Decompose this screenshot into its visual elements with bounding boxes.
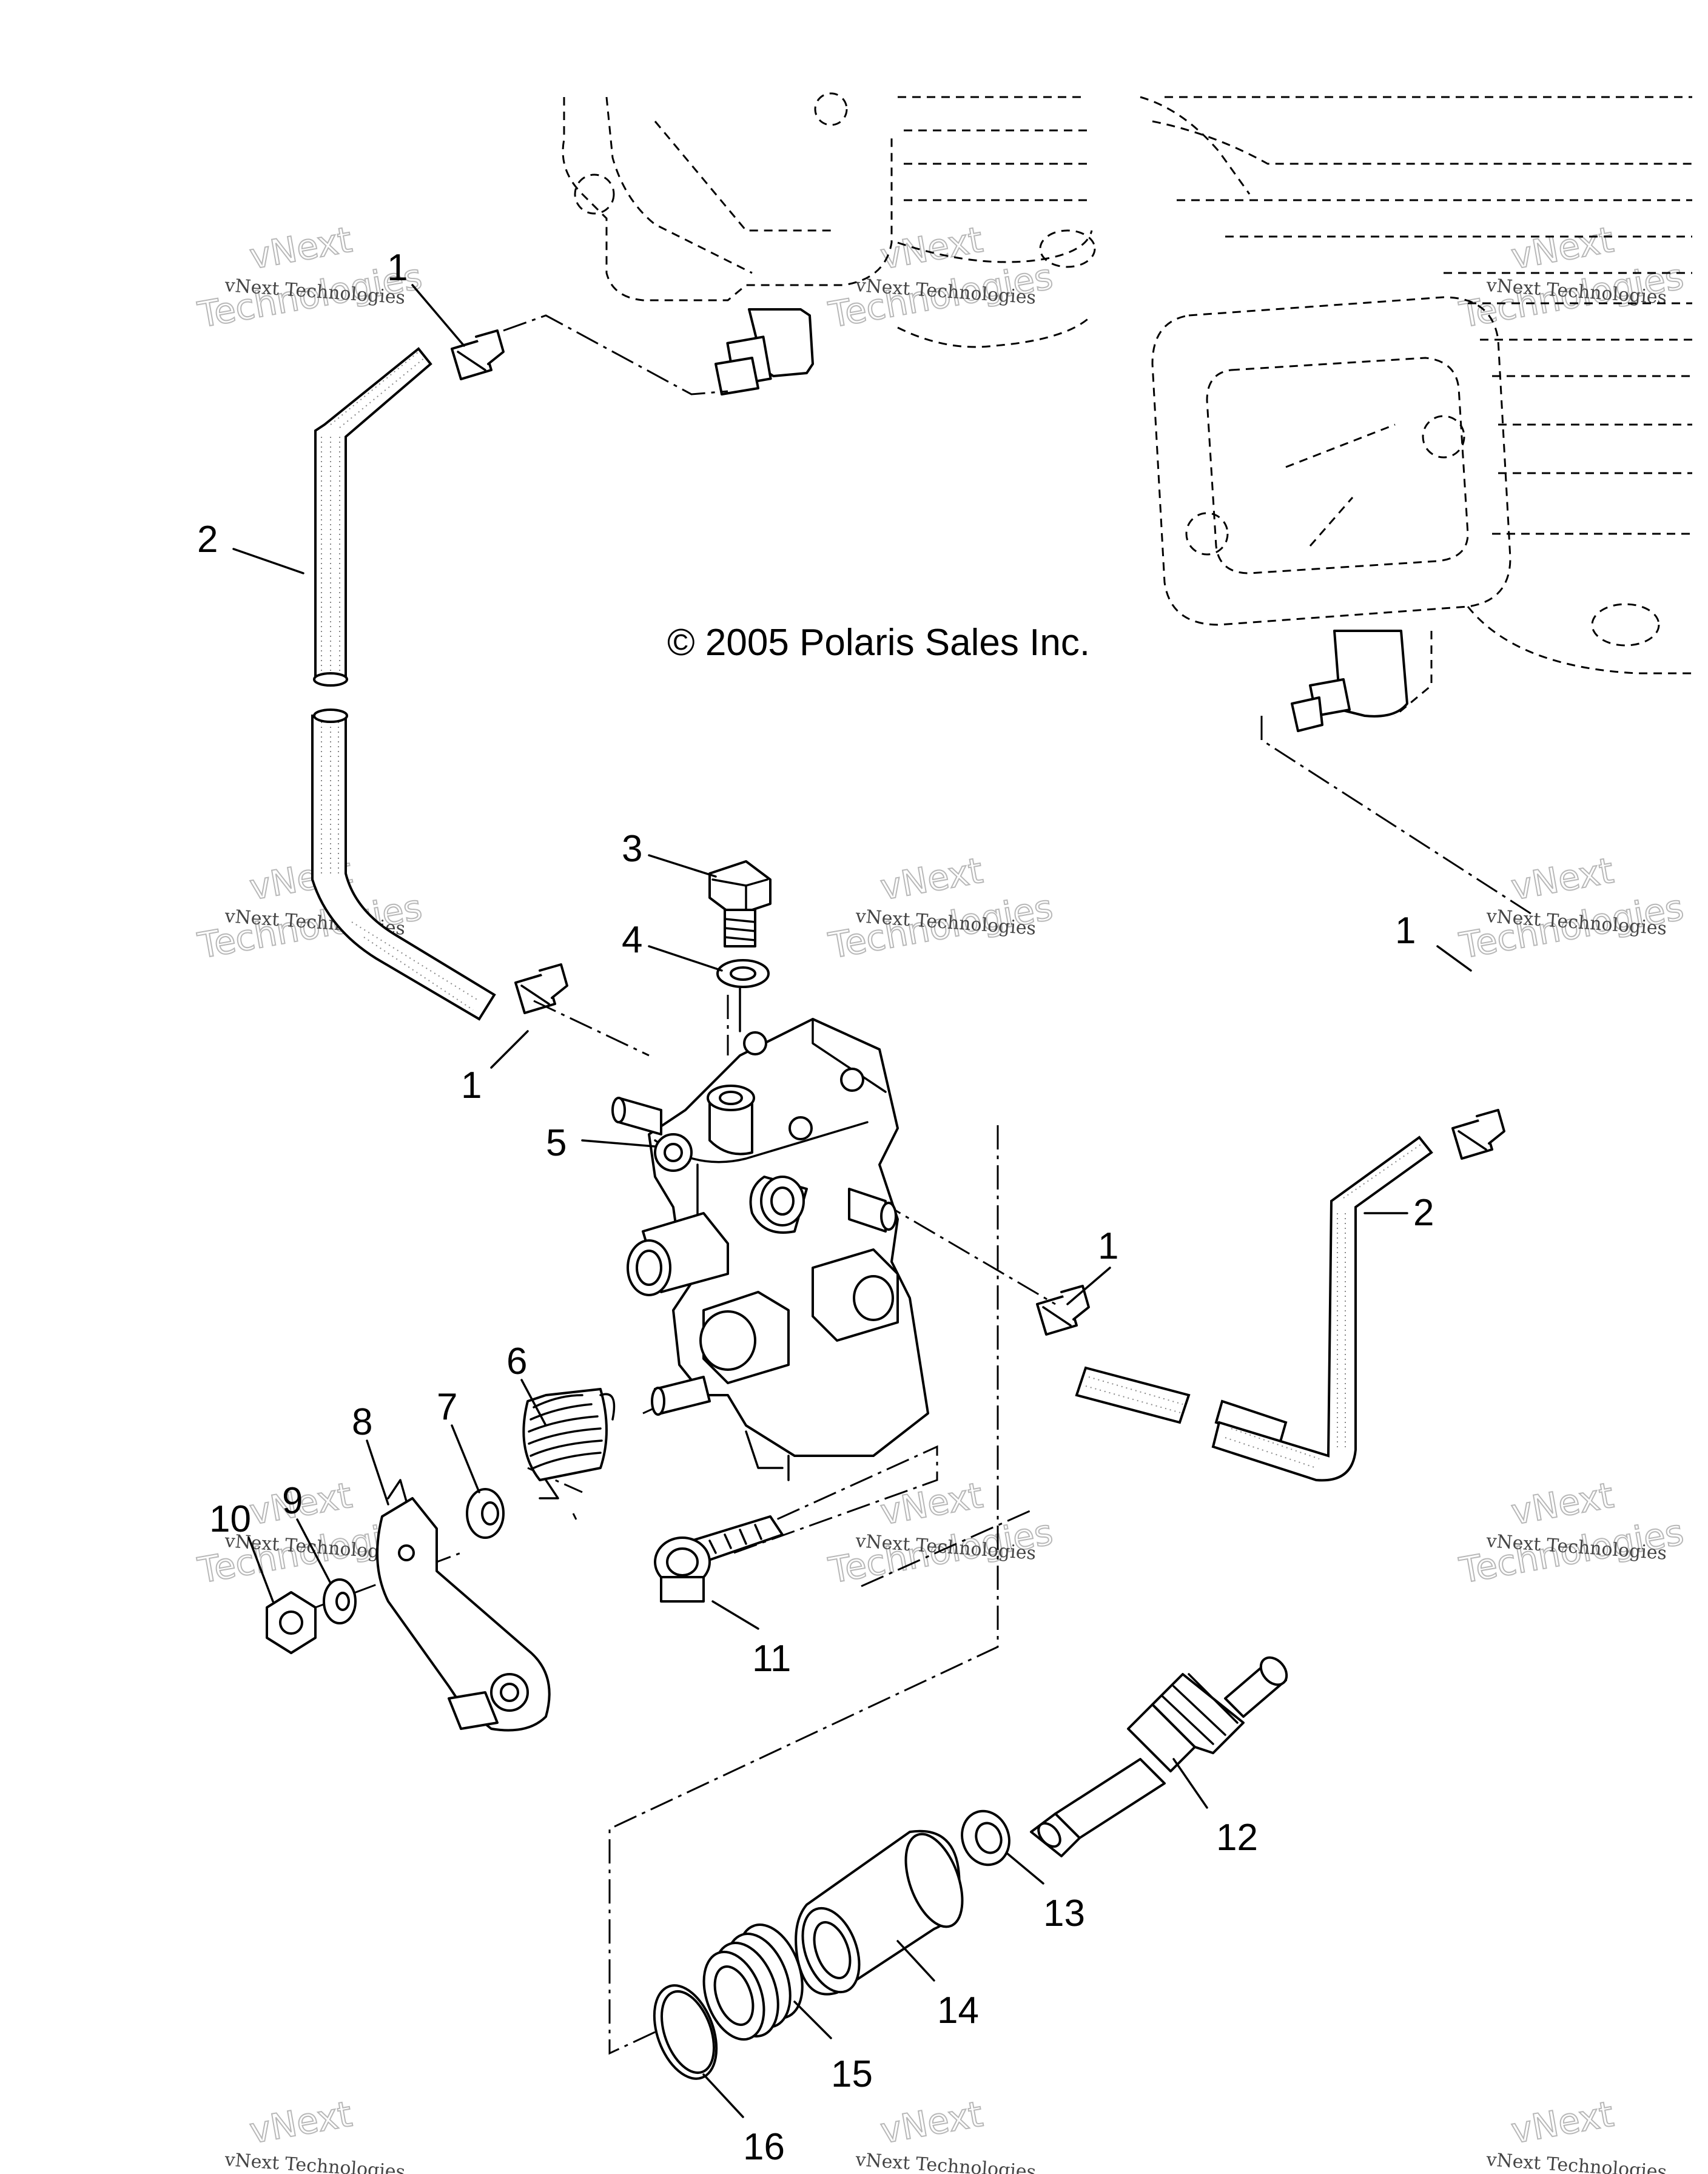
leader-lines bbox=[232, 284, 1472, 2118]
watermark-large: vNext bbox=[878, 850, 986, 908]
callout-12: 12 bbox=[1216, 1817, 1258, 1859]
callout-8: 8 bbox=[352, 1401, 372, 1443]
sealing-washer bbox=[716, 959, 770, 988]
return-spring bbox=[522, 1388, 616, 1499]
callout-6: 6 bbox=[506, 1341, 527, 1382]
oil-pump-body bbox=[611, 1018, 929, 1481]
callout-1: 1 bbox=[461, 1065, 482, 1106]
banjo-bolt bbox=[708, 860, 772, 947]
watermark-large: vNext bbox=[878, 219, 986, 277]
watermark-large: vNext bbox=[1508, 850, 1617, 908]
callout-1: 1 bbox=[387, 247, 408, 289]
mounting-screw bbox=[654, 1515, 784, 1603]
lock-washer bbox=[323, 1578, 357, 1624]
shaft-o-ring bbox=[961, 1809, 1010, 1866]
callout-16: 16 bbox=[743, 2126, 785, 2168]
watermark-large: vNext bbox=[247, 219, 355, 277]
engine-cylinder-right bbox=[1140, 96, 1692, 732]
watermark-large: vNext bbox=[1508, 2093, 1617, 2152]
watermark-small: vNext Technologies bbox=[1485, 2149, 1667, 2174]
housing-plug bbox=[702, 1923, 804, 2041]
callout-10: 10 bbox=[209, 1498, 251, 1540]
clamp-right-top bbox=[1451, 1109, 1505, 1160]
clamp-right-mid bbox=[1036, 1285, 1090, 1336]
callout-11: 11 bbox=[752, 1638, 791, 1680]
callout-13: 13 bbox=[1043, 1893, 1085, 1934]
watermark-small: vNext Technologies bbox=[854, 2149, 1037, 2174]
callout-2: 2 bbox=[197, 519, 218, 560]
watermark-large: vNext bbox=[878, 1475, 986, 1533]
callout-3: 3 bbox=[622, 828, 642, 870]
clamp-mid-left bbox=[514, 963, 568, 1014]
callout-1: 1 bbox=[1395, 910, 1416, 952]
callout-15: 15 bbox=[831, 2053, 873, 2095]
callout-5: 5 bbox=[546, 1122, 567, 1164]
hose-right bbox=[1075, 1136, 1433, 1482]
center-lines bbox=[315, 314, 1535, 2055]
shaft-bushing bbox=[795, 1829, 964, 1996]
watermark-large: vNext bbox=[1508, 1475, 1617, 1533]
callouts: 1 2 3 4 1 5 1 2 1 6 7 8 9 10 11 12 13 14… bbox=[197, 247, 1434, 2168]
callout-4: 4 bbox=[622, 919, 642, 961]
callout-9: 9 bbox=[282, 1480, 303, 1522]
callout-7: 7 bbox=[437, 1386, 457, 1428]
watermark-small: vNext Technologies bbox=[223, 2149, 406, 2174]
pump-lever bbox=[376, 1479, 551, 1732]
clamp-top-left bbox=[451, 329, 505, 380]
watermark-large: vNext bbox=[878, 2093, 986, 2152]
watermark-large: vNext bbox=[1508, 219, 1617, 277]
copyright-notice: © 2005 Polaris Sales Inc. bbox=[667, 622, 1090, 664]
plug-o-ring bbox=[653, 1984, 718, 2080]
watermark-large: vNext bbox=[247, 2093, 355, 2152]
callout-1: 1 bbox=[1098, 1225, 1118, 1267]
callout-14: 14 bbox=[937, 1990, 979, 2031]
hex-nut bbox=[266, 1591, 317, 1654]
hose-left bbox=[311, 347, 496, 1021]
callout-2: 2 bbox=[1413, 1192, 1434, 1234]
drive-gear-shaft bbox=[1030, 1656, 1288, 1857]
washer-7 bbox=[466, 1488, 505, 1539]
engine-cylinder-left bbox=[562, 92, 1096, 395]
